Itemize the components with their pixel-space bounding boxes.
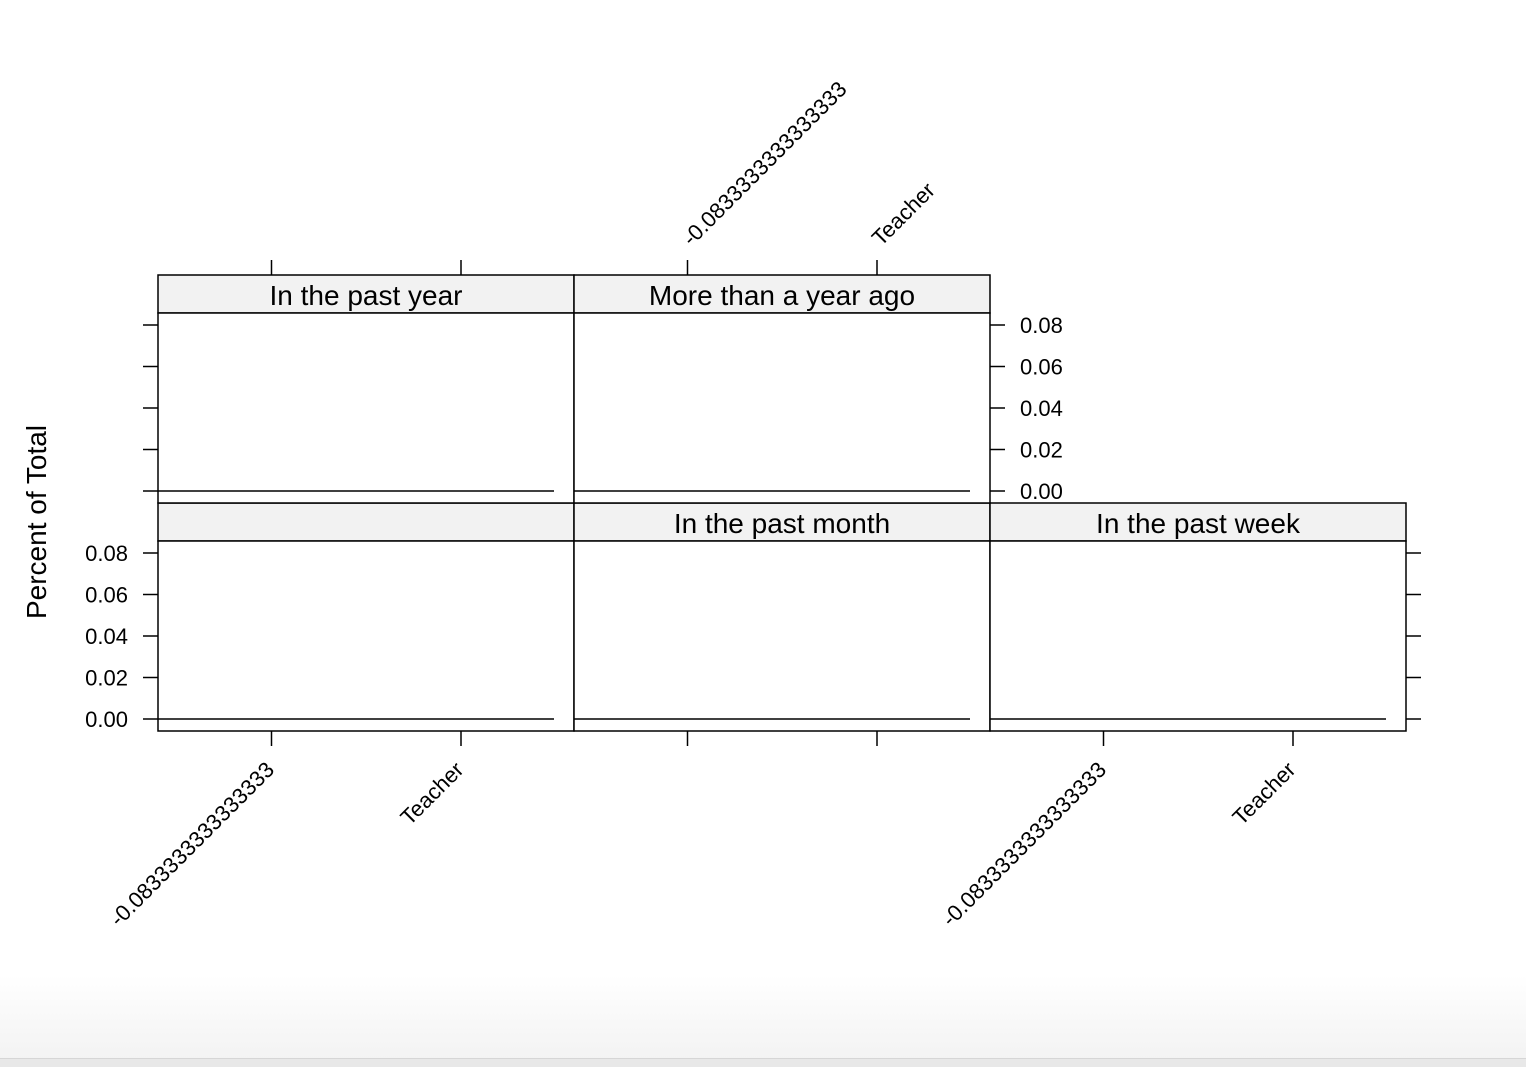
panel-strip — [573, 502, 991, 542]
y-tick-label: 0.00 — [1020, 479, 1063, 504]
panel-strip — [573, 274, 991, 314]
x-tick-label: -0.0833333333333333 — [937, 757, 1111, 931]
y-tick-label: 0.00 — [85, 707, 128, 732]
x-tick-label: Teacher — [1228, 757, 1301, 830]
window-bottom-edge — [0, 1058, 1526, 1067]
y-tick-label: 0.08 — [85, 541, 128, 566]
x-tick-label: Teacher — [867, 178, 940, 251]
panel-plot-area — [157, 540, 575, 732]
panel-plot-area — [157, 312, 575, 504]
y-tick-label: 0.06 — [85, 583, 128, 608]
panel-strip-label: In the past year — [269, 280, 462, 311]
panel-strip-label: More than a year ago — [649, 280, 915, 311]
y-tick-label: 0.04 — [85, 624, 128, 649]
x-tick-label: -0.0833333333333333 — [105, 757, 279, 931]
panel-strip — [157, 502, 575, 542]
panel-strip-label: In the past month — [674, 508, 890, 539]
x-tick-label: Teacher — [396, 757, 469, 830]
y-tick-label: 0.02 — [1020, 438, 1063, 463]
x-tick-label: -0.0833333333333333 — [677, 76, 851, 250]
panel-plot-area — [989, 540, 1407, 732]
panel-plot-area — [573, 540, 991, 732]
y-tick-label: 0.04 — [1020, 396, 1063, 421]
panel-strip — [989, 502, 1407, 542]
y-tick-label: 0.08 — [1020, 313, 1063, 338]
y-tick-label: 0.06 — [1020, 355, 1063, 380]
panel-plot-area — [573, 312, 991, 504]
panel-strip — [157, 274, 575, 314]
window-fade — [0, 975, 1526, 1059]
y-tick-label: 0.02 — [85, 666, 128, 691]
panel-strip-label: In the past week — [1096, 508, 1301, 539]
y-axis-title: Percent of Total — [21, 425, 52, 619]
